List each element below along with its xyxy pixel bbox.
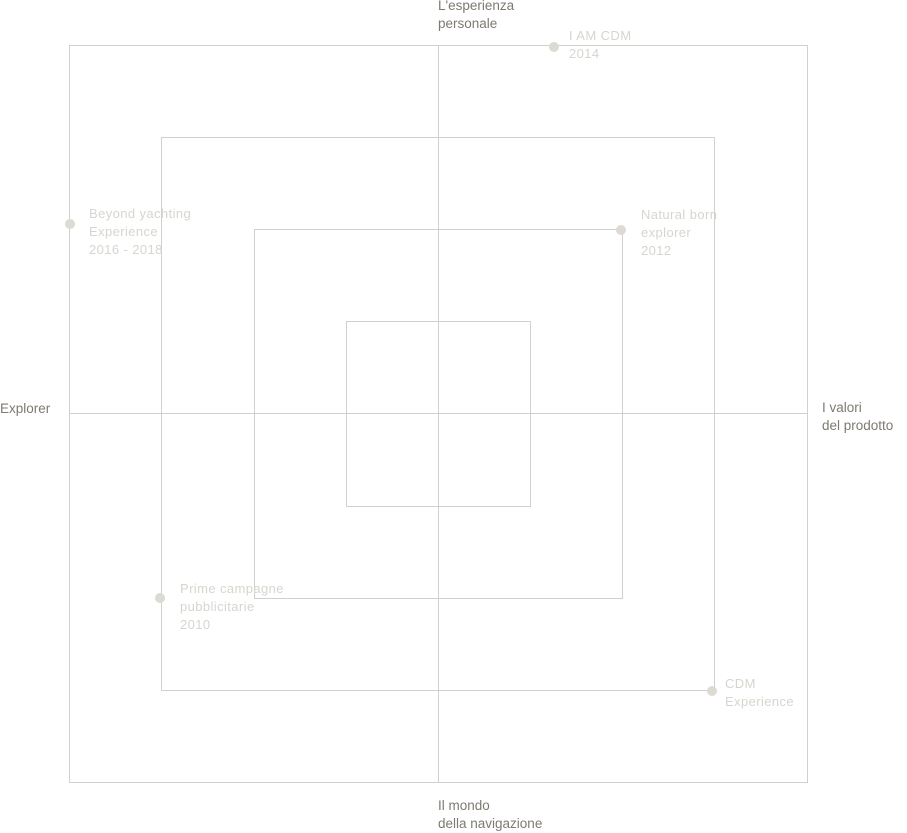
axis-label-top: L'esperienza personale bbox=[438, 0, 514, 33]
milestone-subtitle: pubblicitarie bbox=[180, 599, 255, 614]
milestone-dot-prime-campagne[interactable] bbox=[155, 593, 165, 603]
axis-label-left: Explorer bbox=[0, 400, 50, 418]
axis-label-top-line-2: personale bbox=[438, 16, 498, 31]
milestone-title: Beyond yachting bbox=[89, 206, 192, 221]
milestone-dot-natural-born-explorer[interactable] bbox=[616, 225, 626, 235]
milestone-label-cdm-experience: CDM Experience bbox=[725, 675, 794, 711]
milestone-label-prime-campagne: Prime campagne pubblicitarie 2010 bbox=[180, 580, 284, 634]
axis-label-top-line-1: L'esperienza bbox=[438, 0, 515, 13]
milestone-year: 2012 bbox=[641, 243, 672, 258]
axis-label-left-line-1: Explorer bbox=[0, 401, 51, 416]
milestone-subtitle: Experience bbox=[89, 224, 159, 239]
milestone-dot-beyond-yachting[interactable] bbox=[65, 219, 75, 229]
milestone-dot-cdm-experience[interactable] bbox=[707, 686, 717, 696]
milestone-year: 2014 bbox=[569, 46, 600, 61]
milestone-label-beyond-yachting: Beyond yachting Experience 2016 - 2018 bbox=[89, 205, 191, 259]
milestone-title: I AM CDM bbox=[569, 28, 632, 43]
axis-label-bottom-line-1: Il mondo bbox=[438, 798, 490, 813]
milestone-label-i-am-cdm: I AM CDM 2014 bbox=[569, 27, 631, 63]
milestone-dot-i-am-cdm[interactable] bbox=[549, 42, 559, 52]
horizontal-axis bbox=[69, 413, 808, 414]
milestone-label-natural-born-explorer: Natural born explorer 2012 bbox=[641, 206, 717, 260]
axis-label-right: I valori del prodotto bbox=[822, 399, 893, 435]
milestone-year: 2016 - 2018 bbox=[89, 242, 163, 257]
milestone-title: Natural born bbox=[641, 207, 718, 222]
axis-label-right-line-1: I valori bbox=[822, 400, 862, 415]
axis-label-bottom: Il mondo della navigazione bbox=[438, 797, 542, 833]
milestone-year: 2010 bbox=[180, 617, 211, 632]
vertical-axis bbox=[438, 45, 439, 783]
milestone-title: CDM bbox=[725, 676, 756, 691]
milestone-subtitle: explorer bbox=[641, 225, 692, 240]
milestone-title: Prime campagne bbox=[180, 581, 284, 596]
axis-label-right-line-2: del prodotto bbox=[822, 418, 894, 433]
milestone-subtitle: Experience bbox=[725, 694, 795, 709]
axis-label-bottom-line-2: della navigazione bbox=[438, 816, 543, 831]
